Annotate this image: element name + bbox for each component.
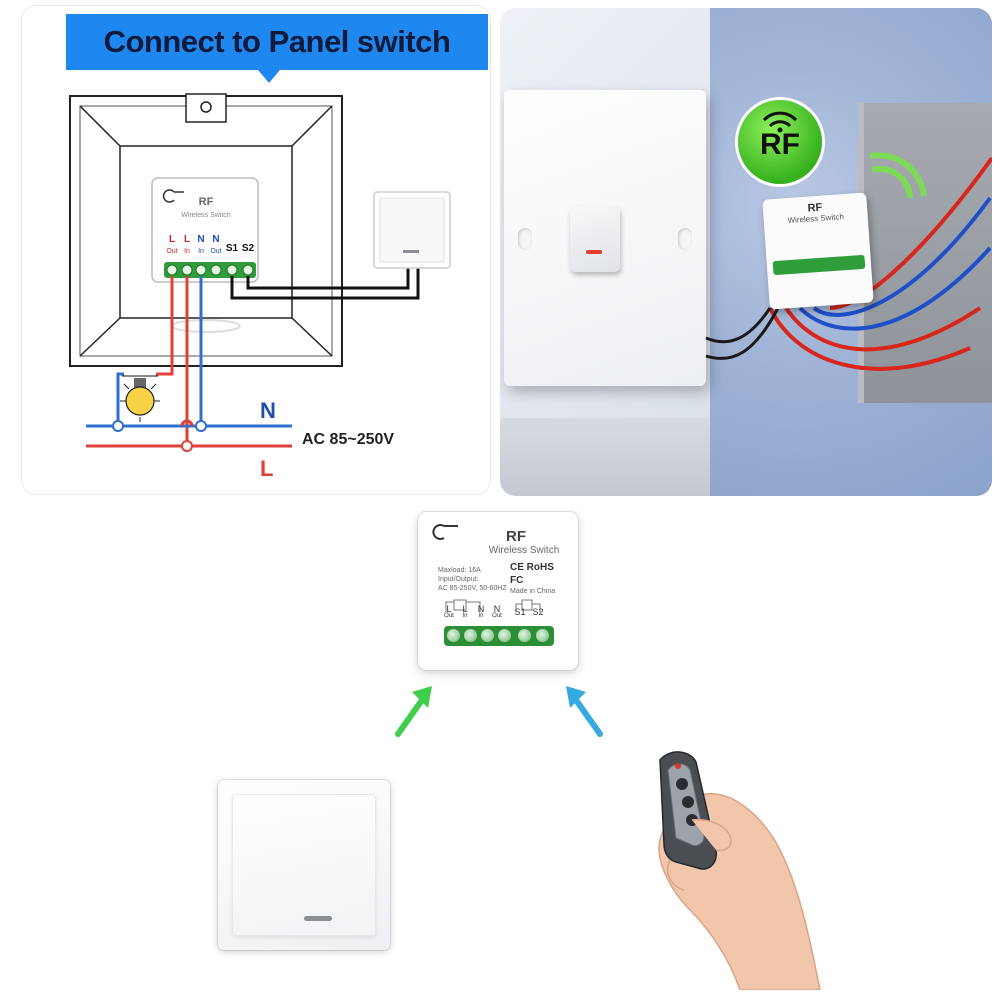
wifi-signal-icon bbox=[762, 111, 798, 133]
terminal-label-n-in-bottom: In bbox=[198, 248, 204, 255]
hook-icon bbox=[432, 524, 458, 540]
diagram-panel-switch bbox=[373, 191, 451, 269]
remote-icon bbox=[659, 751, 717, 870]
terminal-label-n-out-bottom: Out bbox=[210, 248, 221, 255]
photo-wires bbox=[705, 152, 992, 371]
photo-switch-led bbox=[586, 250, 602, 254]
fcc-mark: FC bbox=[510, 575, 524, 586]
product-subtitle: Wireless Switch bbox=[488, 545, 560, 556]
terminal-label-s1: S1 bbox=[226, 243, 239, 254]
panel-switch-rocker[interactable] bbox=[232, 794, 376, 936]
live-label: L bbox=[260, 456, 273, 481]
diagram-terminal-labels: L Out L In N In N Out S1 S2 bbox=[166, 234, 254, 255]
terminal-screw-icon bbox=[518, 629, 531, 642]
wire-s1 bbox=[230, 252, 420, 300]
screw-icon bbox=[518, 228, 532, 250]
rf-badge: RF bbox=[738, 100, 822, 184]
terminal-label-bottom: Out bbox=[444, 613, 454, 619]
floor bbox=[500, 418, 710, 496]
terminal-label-l-in-top: L bbox=[184, 234, 190, 245]
terminal-label-s2: S2 bbox=[532, 607, 544, 617]
terminal-label-bottom: In bbox=[462, 613, 468, 619]
photo-switch-rocker bbox=[570, 206, 620, 272]
terminal-screw-icon bbox=[498, 629, 511, 642]
terminal-screw-icon bbox=[447, 629, 460, 642]
terminal-label-l-out-top: L bbox=[169, 234, 175, 245]
diagram-module-label: RF bbox=[199, 196, 214, 208]
photo-module-terminals bbox=[772, 254, 866, 276]
terminal-screw-icon bbox=[464, 629, 477, 642]
product-title: RF bbox=[506, 528, 526, 545]
terminal-screw-icon bbox=[536, 629, 549, 642]
arrow-up-left-icon bbox=[566, 686, 603, 737]
diagram-module bbox=[151, 177, 259, 283]
terminal-label-top: L bbox=[446, 604, 452, 614]
photo-wall-switch bbox=[504, 90, 706, 386]
made-in-label: Made in China bbox=[510, 588, 556, 595]
panel-switch[interactable] bbox=[218, 780, 390, 950]
terminal-label-s1: S1 bbox=[514, 607, 526, 617]
module-schematic bbox=[445, 599, 541, 612]
spec-line: Input/Output: bbox=[438, 576, 479, 583]
banner-pointer bbox=[258, 70, 280, 83]
wiring-diagram-panel: RF Wireless Switch L Out L In N In N Out… bbox=[22, 6, 490, 494]
terminal-label-top: N bbox=[493, 604, 501, 614]
panel-switch-indicator bbox=[304, 916, 332, 921]
terminal-label-l-in-bottom: In bbox=[184, 248, 190, 255]
installation-photo: RF RF Wireless Switch bbox=[500, 8, 992, 496]
terminal-label-top: L bbox=[462, 604, 468, 614]
diagram-module-sublabel: Wireless Switch bbox=[181, 212, 231, 219]
terminal-screw-icon bbox=[481, 629, 494, 642]
terminal-label-l-out-bottom: Out bbox=[166, 248, 177, 255]
wire-s2 bbox=[246, 252, 410, 290]
wire-l-out bbox=[156, 276, 174, 376]
terminal-label-top: N bbox=[477, 604, 485, 614]
screw-icon bbox=[678, 228, 692, 250]
terminal-label-bottom: In bbox=[478, 613, 484, 619]
spec-line: AC 85-250V, 50-60HZ bbox=[438, 585, 507, 592]
hand-icon bbox=[658, 751, 821, 990]
terminal-label-s2: S2 bbox=[242, 243, 255, 254]
supply-label: AC 85~250V bbox=[302, 431, 394, 448]
banner-title: Connect to Panel switch bbox=[66, 14, 488, 70]
product-module: RF Wireless Switch Maxload: 16A Input/Ou… bbox=[418, 512, 578, 670]
wifi-signal-icon bbox=[869, 152, 927, 199]
bulb-icon bbox=[120, 375, 160, 422]
wire-bulb-neutral bbox=[116, 372, 124, 426]
terminal-label-n-in-top: N bbox=[197, 234, 204, 245]
arrow-up-right-icon bbox=[395, 686, 432, 737]
photo-module: RF Wireless Switch bbox=[762, 192, 874, 310]
ce-rohs-mark: CE RoHS bbox=[510, 562, 554, 573]
spec-line: Maxload: 16A bbox=[438, 567, 481, 574]
rf-badge-text: RF bbox=[760, 128, 800, 161]
terminal-label-bottom: Out bbox=[492, 613, 502, 619]
terminal-label-n-out-top: N bbox=[212, 234, 219, 245]
diagram-terminal-block bbox=[164, 262, 256, 278]
wiring-diagram: RF Wireless Switch L Out L In N In N Out… bbox=[69, 93, 451, 481]
neutral-label: N bbox=[260, 398, 276, 423]
